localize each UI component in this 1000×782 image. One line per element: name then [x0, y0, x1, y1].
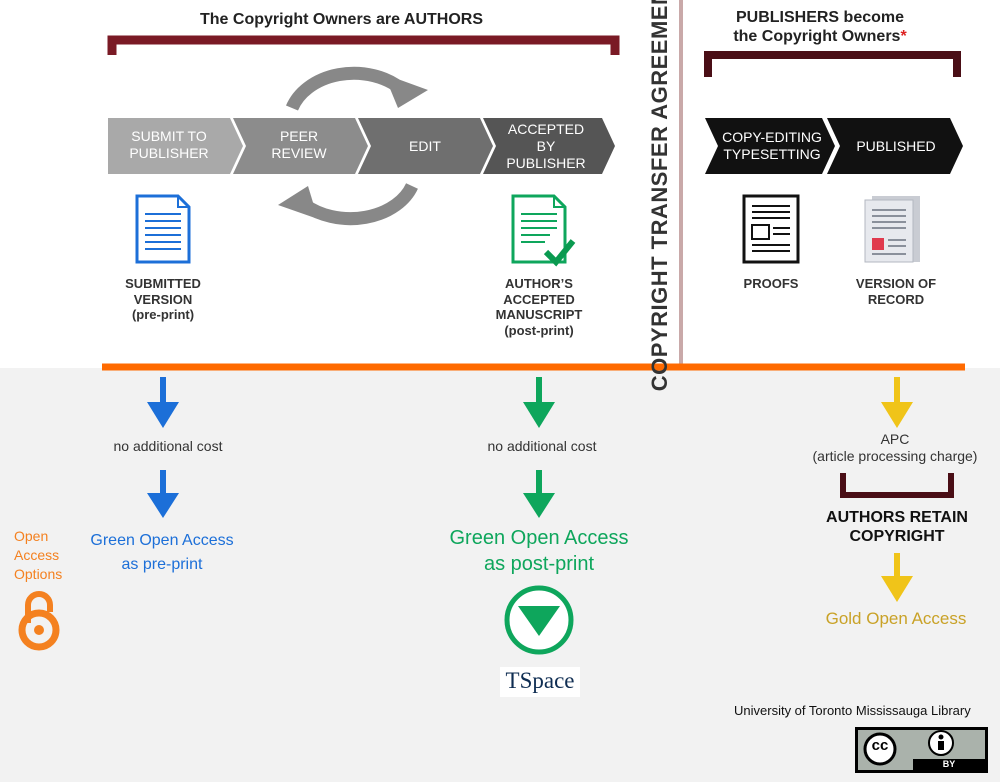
open-access-options: Open Access Options [14, 527, 74, 584]
submitted-line1: SUBMITTED [125, 276, 201, 291]
bottom-panel [0, 368, 1000, 782]
accepted-line1: AUTHOR’S [505, 276, 573, 291]
publishers-heading: PUBLISHERS become the Copyright Owners* [700, 8, 940, 46]
blue-arrows [147, 377, 179, 518]
chevron-accepted [483, 118, 615, 174]
chevron-peer-review [233, 118, 368, 174]
accepted-line2: ACCEPTED [503, 291, 575, 307]
authors-retain-copyright: AUTHORS RETAIN COPYRIGHT [807, 508, 987, 546]
retain-bracket [840, 473, 954, 498]
step-published-label: PUBLISHED [856, 138, 936, 154]
cycle-arrows-icon [278, 66, 428, 226]
oa-line1: Open [14, 528, 49, 544]
open-access-lock-icon [18, 591, 60, 651]
chevron-edit [358, 118, 493, 174]
authors-owner-heading: The Copyright Owners are AUTHORS [200, 11, 483, 28]
by-text: BY [942, 759, 956, 769]
proofs-icon [742, 194, 800, 264]
green-oa-preprint: Green Open Access as pre-print [72, 529, 252, 577]
document-icon [135, 194, 191, 264]
retain-line1: AUTHORS RETAIN [826, 509, 968, 526]
attribution-person-icon [928, 730, 954, 756]
preprint-result-line1: Green Open Access [90, 532, 234, 549]
step-copy-editing-label: COPY-EDITING TYPESETTING [712, 129, 832, 163]
step-accepted-label: ACCEPTED BY PUBLISHER [487, 121, 605, 171]
gold-oa: Gold Open Access [825, 609, 967, 628]
gold-arrows [881, 377, 913, 602]
step-copy-line1: COPY-EDITING [722, 129, 822, 145]
chevron-published [827, 118, 963, 174]
tspace-check-icon [504, 585, 574, 655]
copyright-transfer-label: COPYRIGHT TRANSFER AGREEMENT [647, 0, 672, 392]
authors-bracket [107, 35, 620, 55]
green-arrows [523, 377, 555, 518]
postprint-result-line2: as post-print [483, 553, 595, 575]
publishers-heading-line1: PUBLISHERS become [735, 9, 905, 26]
retain-line2: COPYRIGHT [849, 528, 945, 546]
step-accepted-line3: PUBLISHER [506, 154, 586, 171]
record-line2: RECORD [867, 291, 925, 307]
tspace-logo[interactable]: TSpace [500, 667, 580, 697]
green-oa-postprint: Green Open Access as post-print [424, 525, 654, 577]
apc-line2: (article processing charge) [812, 447, 978, 464]
asterisk: * [900, 28, 907, 46]
chevron-submit [108, 118, 243, 174]
version-of-record-icon [864, 196, 920, 263]
record-line1: VERSION OF [855, 276, 937, 291]
document-check-icon [511, 194, 576, 267]
creative-commons-icon [855, 727, 988, 773]
step-submit-label: SUBMIT TO PUBLISHER [108, 128, 230, 162]
oa-line2: Access [14, 546, 60, 563]
submitted-line3: (pre-print) [131, 307, 195, 323]
step-submit-line1: SUBMIT TO [131, 128, 207, 144]
submitted-line2: VERSION [133, 291, 193, 307]
step-peer-review-label: PEER REVIEW [240, 128, 358, 162]
preprint-result-line2: as pre-print [121, 556, 203, 573]
proofs-label: PROOFS [743, 276, 799, 291]
preprint-cost: no additional cost [113, 438, 223, 454]
accepted-manuscript-label: AUTHOR’S ACCEPTED MANUSCRIPT (post-print… [479, 276, 599, 338]
cc-text: cc [871, 737, 889, 754]
step-copy-line2: TYPESETTING [723, 145, 821, 162]
step-edit-label: EDIT [409, 138, 441, 154]
apc-line1: APC [880, 431, 910, 447]
credit-text: University of Toronto Mississauga Librar… [734, 703, 971, 718]
accepted-line3: MANUSCRIPT [495, 307, 583, 323]
apc-cost: APC (article processing charge) [795, 431, 995, 465]
oa-line3: Options [14, 565, 63, 582]
postprint-result-line1: Green Open Access [449, 527, 629, 549]
version-of-record-label: VERSION OF RECORD [841, 276, 951, 307]
step-accepted-line1: ACCEPTED [507, 121, 585, 137]
step-accepted-line2: BY [536, 137, 556, 154]
publishers-heading-line2: the Copyright Owners* [700, 27, 940, 46]
step-peer-line2: REVIEW [271, 144, 327, 161]
step-submit-line2: PUBLISHER [129, 144, 209, 161]
chevron-copy-editing [705, 118, 835, 174]
publishers-heading-text: the Copyright Owners [733, 28, 901, 46]
postprint-cost: no additional cost [487, 438, 597, 454]
step-peer-line1: PEER [279, 128, 319, 144]
submitted-version-label: SUBMITTED VERSION (pre-print) [103, 276, 223, 323]
accepted-line4: (post-print) [504, 322, 574, 338]
publishers-bracket [704, 51, 961, 77]
